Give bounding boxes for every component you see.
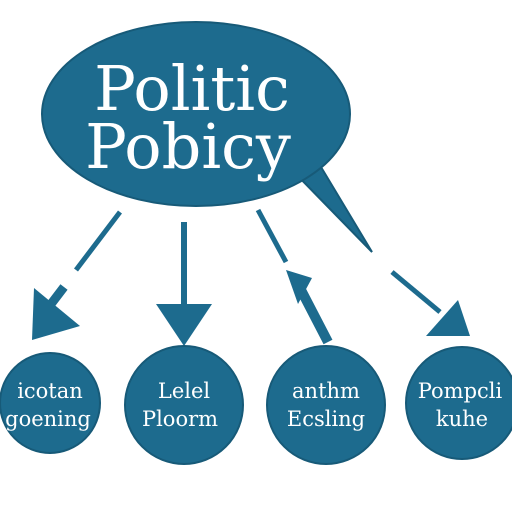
arrow-to-node-1 xyxy=(32,210,122,340)
child-node-1-circle xyxy=(0,352,101,454)
child-node-2: Lelel Ploorm xyxy=(124,345,244,465)
arrows xyxy=(32,208,470,346)
arrow-to-node-4 xyxy=(390,270,470,336)
child-node-1: icotan goening xyxy=(0,352,101,454)
arrow-to-node-3 xyxy=(255,208,333,345)
child-node-3-label-line2: Ecsling xyxy=(287,407,365,431)
arrow-to-node-2 xyxy=(156,222,212,346)
child-node-1-label-line1: icotan xyxy=(17,379,83,403)
child-node-3: anthm Ecsling xyxy=(266,345,386,465)
main-node: Politic Pobicy xyxy=(41,21,373,253)
main-node-title-line2: Pobicy xyxy=(85,110,291,183)
child-node-4-circle xyxy=(405,346,512,460)
main-node-title-line1: Politic xyxy=(94,52,290,125)
child-node-2-circle xyxy=(124,345,244,465)
main-node-bubble xyxy=(41,21,351,207)
child-node-3-circle xyxy=(266,345,386,465)
child-node-3-label-line1: anthm xyxy=(292,379,360,403)
child-node-1-label-line2: goening xyxy=(5,407,91,431)
child-node-4: Pompcli kuhe xyxy=(405,346,512,460)
child-node-4-label-line1: Pompcli xyxy=(418,379,503,403)
child-node-2-label-line2: Ploorm xyxy=(142,407,218,431)
child-node-4-label-line2: kuhe xyxy=(436,407,488,431)
child-node-2-label-line1: Lelel xyxy=(158,379,211,403)
